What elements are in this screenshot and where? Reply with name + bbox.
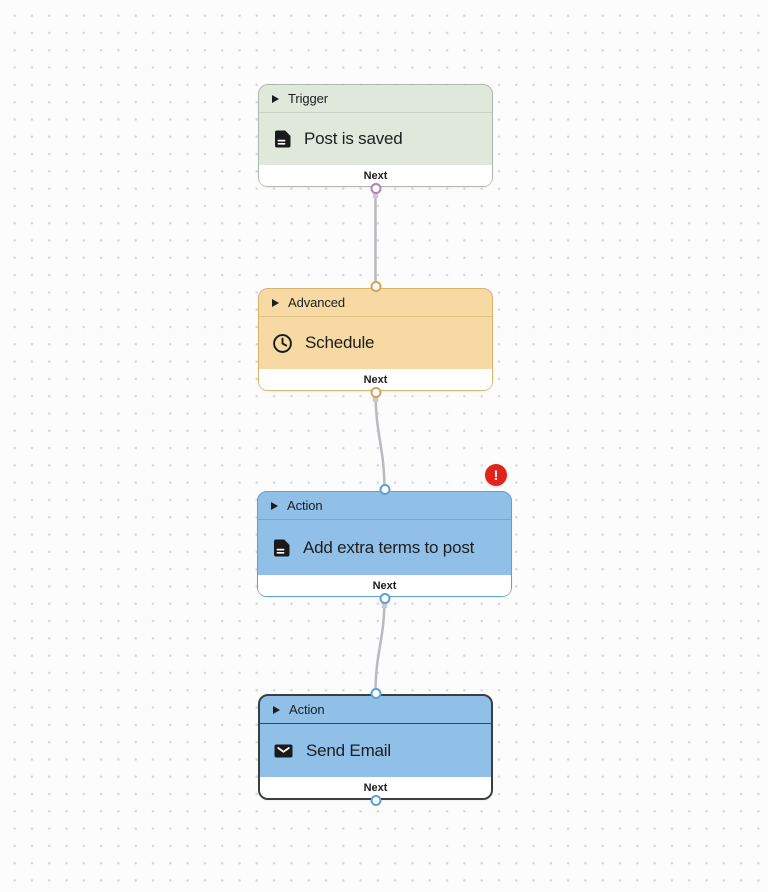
node-category-label: Action bbox=[287, 498, 323, 513]
next-label: Next bbox=[363, 373, 388, 386]
node-header-toggle[interactable]: Action bbox=[258, 492, 511, 520]
node-trigger[interactable]: Trigger Post is saved Next bbox=[258, 84, 493, 194]
node-footer: Next bbox=[259, 369, 492, 390]
input-port[interactable] bbox=[370, 281, 381, 292]
next-label: Next bbox=[372, 579, 397, 592]
node-body[interactable]: Send Email bbox=[260, 724, 491, 777]
node-category-label: Advanced bbox=[288, 295, 346, 310]
node-body[interactable]: Schedule bbox=[259, 317, 492, 369]
node-action-send-email[interactable]: Action Send Email Next bbox=[258, 688, 493, 806]
node-title: Post is saved bbox=[304, 129, 403, 148]
node-footer: Next bbox=[259, 165, 492, 186]
node-footer: Next bbox=[258, 575, 511, 596]
input-port[interactable] bbox=[370, 688, 381, 699]
output-port[interactable] bbox=[379, 593, 390, 604]
edge-connector bbox=[374, 390, 386, 492]
edge-source-marker bbox=[372, 396, 379, 402]
document-icon bbox=[272, 129, 292, 149]
node-header-toggle[interactable]: Trigger bbox=[259, 85, 492, 113]
node-body[interactable]: Add extra terms to post bbox=[258, 520, 511, 575]
disclosure-triangle-icon bbox=[271, 501, 278, 510]
input-port[interactable] bbox=[379, 484, 390, 495]
node-header-toggle[interactable]: Advanced bbox=[259, 289, 492, 317]
node-action-add-extra-terms[interactable]: ! Action Add extra terms to post Next bbox=[257, 464, 512, 604]
node-category-label: Trigger bbox=[288, 91, 328, 106]
node-title: Schedule bbox=[305, 333, 375, 352]
disclosure-triangle-icon bbox=[272, 298, 279, 307]
edge-source-marker bbox=[381, 602, 388, 608]
envelope-icon bbox=[273, 741, 294, 761]
disclosure-triangle-icon bbox=[272, 94, 279, 103]
node-header-toggle[interactable]: Action bbox=[260, 696, 491, 724]
edge-source-marker bbox=[372, 192, 379, 198]
node-category-label: Action bbox=[289, 702, 325, 717]
node-footer: Next bbox=[260, 777, 491, 798]
error-badge[interactable]: ! bbox=[485, 464, 507, 486]
edge-connector bbox=[374, 596, 386, 695]
node-advanced[interactable]: Advanced Schedule Next bbox=[258, 281, 493, 398]
output-port[interactable] bbox=[370, 183, 381, 194]
output-port[interactable] bbox=[370, 387, 381, 398]
disclosure-triangle-icon bbox=[273, 705, 280, 714]
document-icon bbox=[271, 538, 291, 558]
node-title: Send Email bbox=[306, 740, 391, 760]
node-title: Add extra terms to post bbox=[303, 537, 475, 557]
next-label: Next bbox=[363, 169, 388, 182]
output-port[interactable] bbox=[370, 795, 381, 806]
clock-icon bbox=[272, 333, 293, 354]
node-body[interactable]: Post is saved bbox=[259, 113, 492, 165]
next-label: Next bbox=[363, 781, 388, 794]
